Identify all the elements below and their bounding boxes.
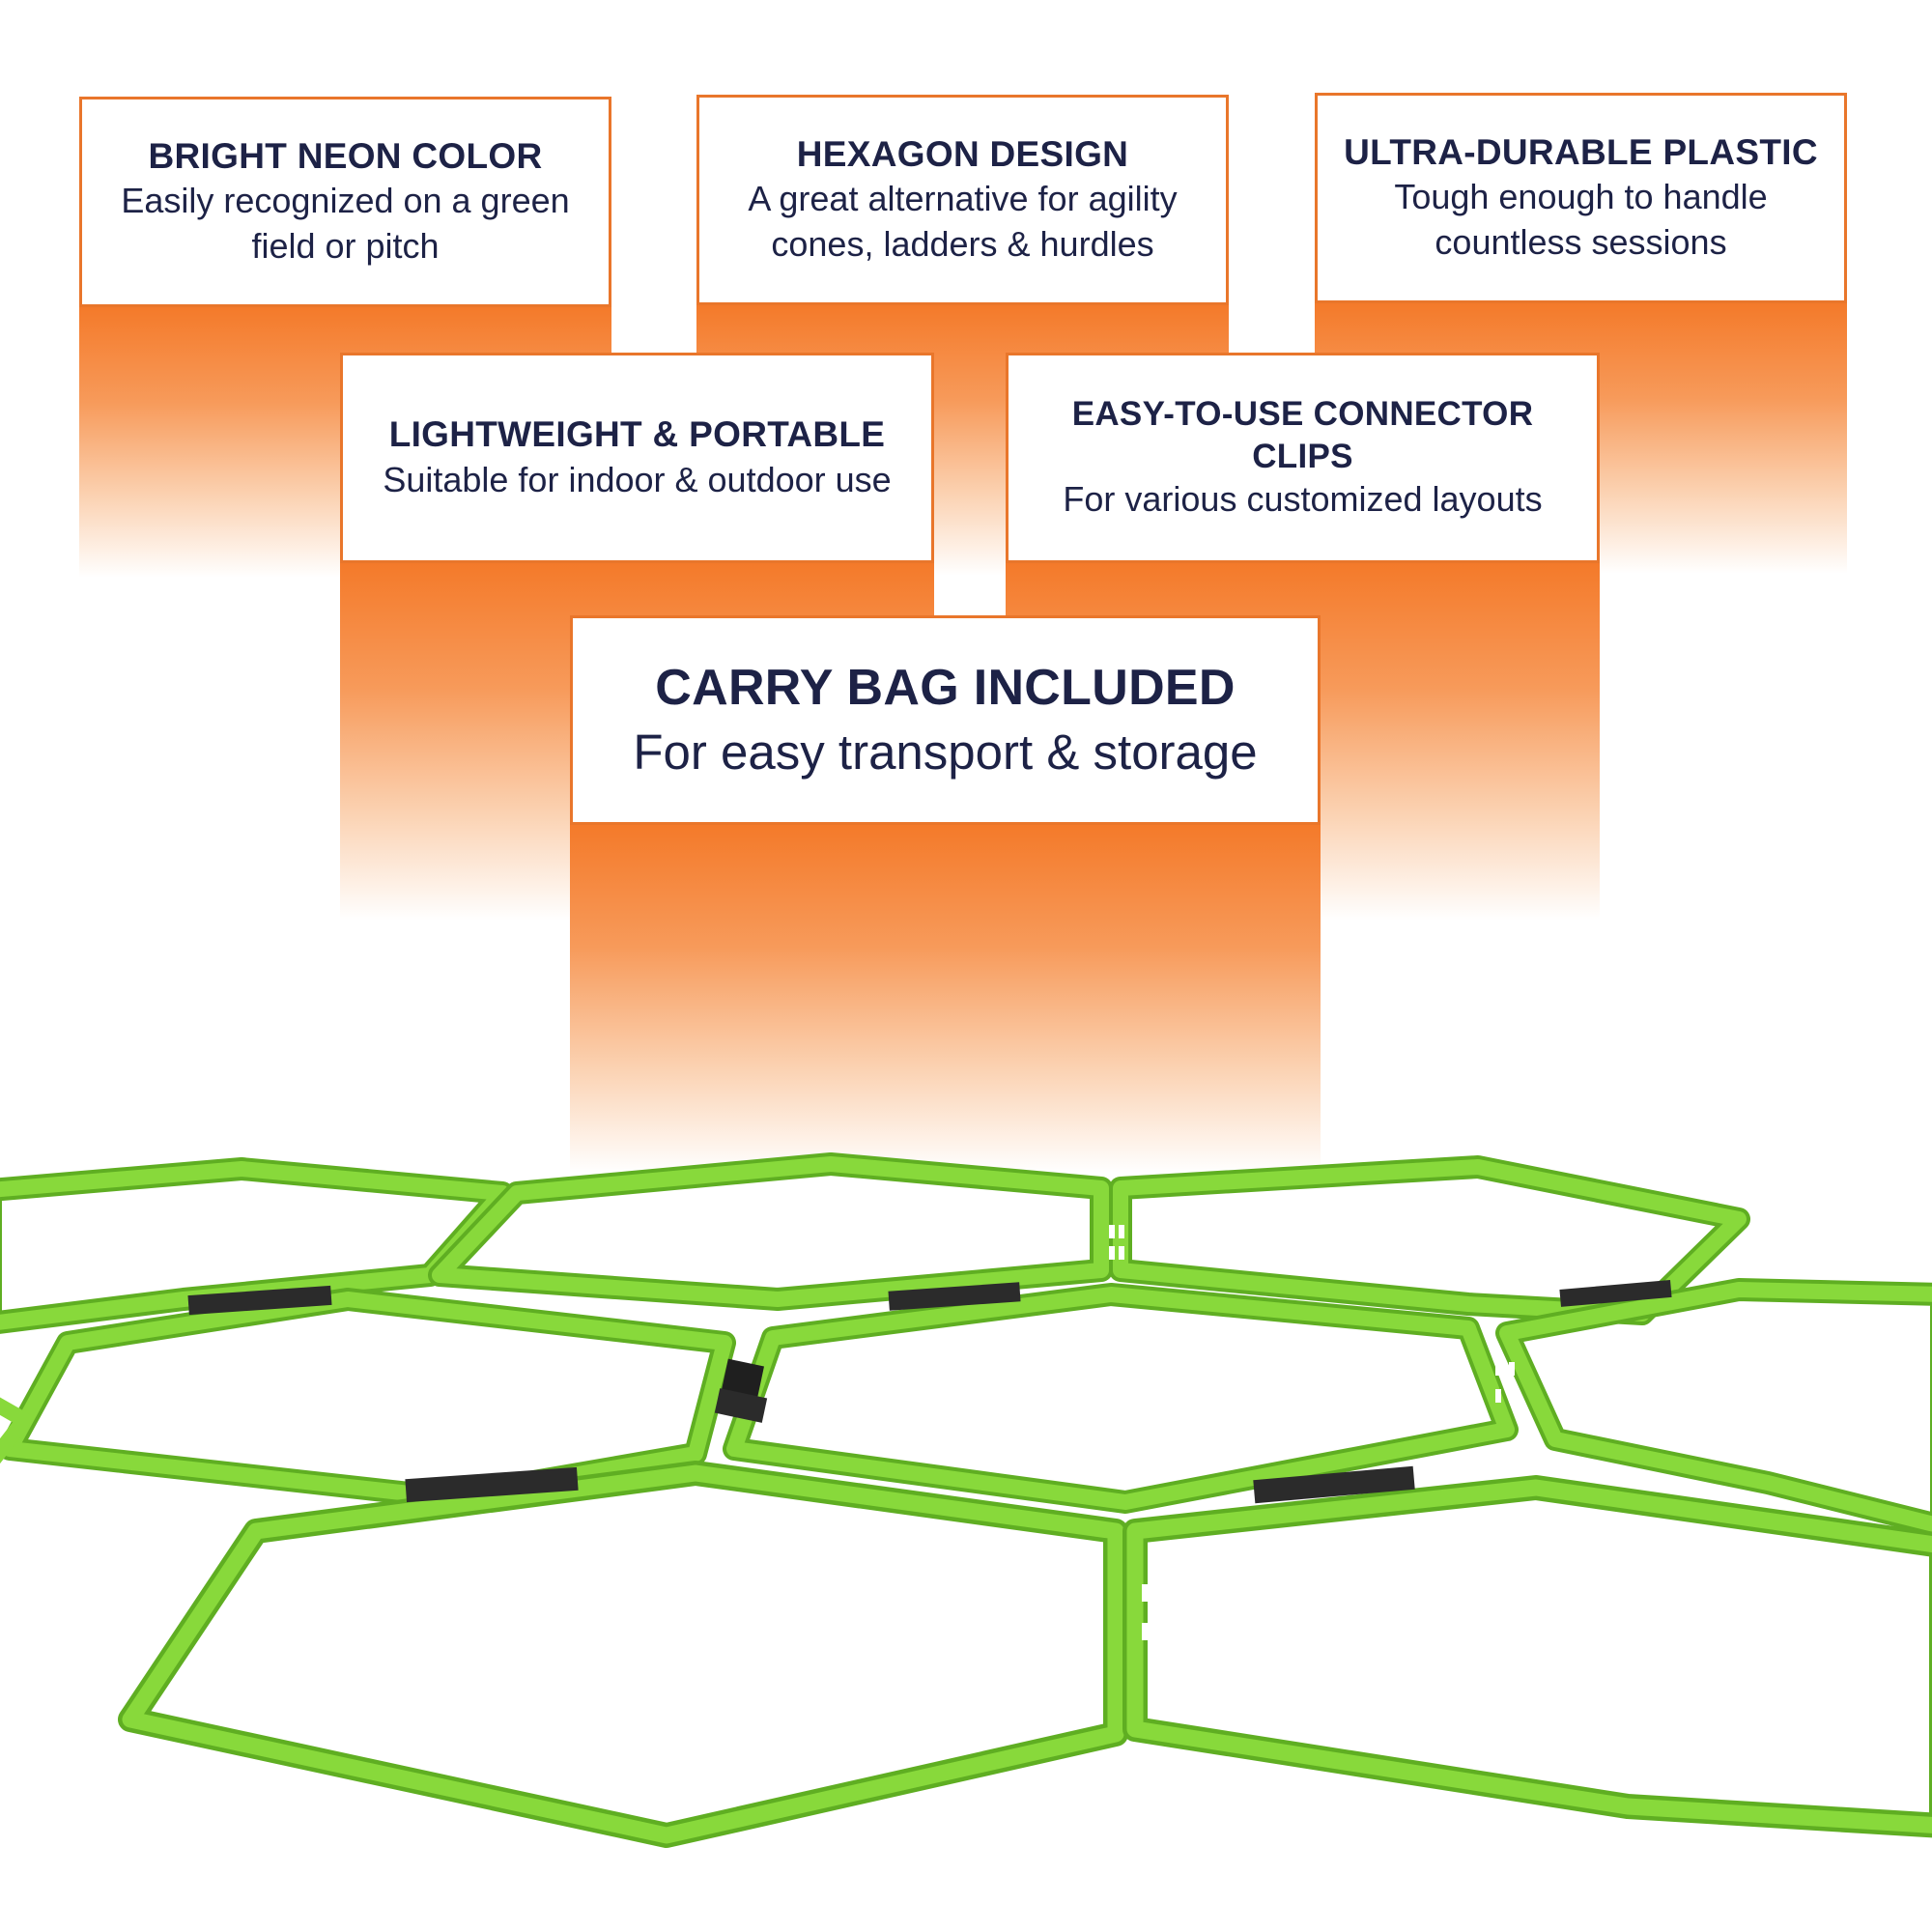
hexagon-ring [1122,1475,1932,1838]
hexagon-ring [0,1397,32,1464]
connector-clip [714,1358,768,1423]
feature-card-ultra-durable-plastic: ULTRA-DURABLE PLASTIC Tough enough to ha… [1315,93,1847,303]
gradient-backdrop-row3 [570,825,1321,1173]
feature-description: Tough enough to handle countless session… [1394,177,1768,263]
feature-title: EASY-TO-USE CONNECTOR CLIPS [1071,394,1534,475]
feature-description: Easily recognized on a green field or pi… [121,181,570,267]
feature-card-carry-bag: CARRY BAG INCLUDED For easy transport & … [570,615,1321,825]
feature-description: Suitable for indoor & outdoor use [383,459,892,499]
feature-description: A great alternative for agility cones, l… [748,179,1178,265]
feature-title: CARRY BAG INCLUDED [655,659,1236,716]
feature-card-connector-clips: EASY-TO-USE CONNECTOR CLIPS For various … [1006,353,1600,563]
feature-description: For easy transport & storage [633,724,1258,781]
feature-title: LIGHTWEIGHT & PORTABLE [388,414,886,455]
feature-card-hexagon-design: HEXAGON DESIGN A great alternative for a… [696,95,1229,305]
feature-title: ULTRA-DURABLE PLASTIC [1344,132,1818,173]
feature-title: HEXAGON DESIGN [796,134,1129,175]
logo-tags [187,1279,1672,1504]
hexagon-ring [428,1152,1113,1311]
feature-card-lightweight-portable: LIGHTWEIGHT & PORTABLE Suitable for indo… [340,353,934,563]
hexagon-ring [0,1288,736,1509]
hexagon-ring [723,1283,1519,1514]
hexagon-ring [118,1461,1128,1848]
feature-card-bright-neon-color: BRIGHT NEON COLOR Easily recognized on a… [79,97,611,307]
feature-title: BRIGHT NEON COLOR [148,136,543,177]
ring-slots [1092,1225,1515,1640]
feature-description: For various customized layouts [1063,479,1543,520]
hexagon-ring [1495,1278,1932,1536]
